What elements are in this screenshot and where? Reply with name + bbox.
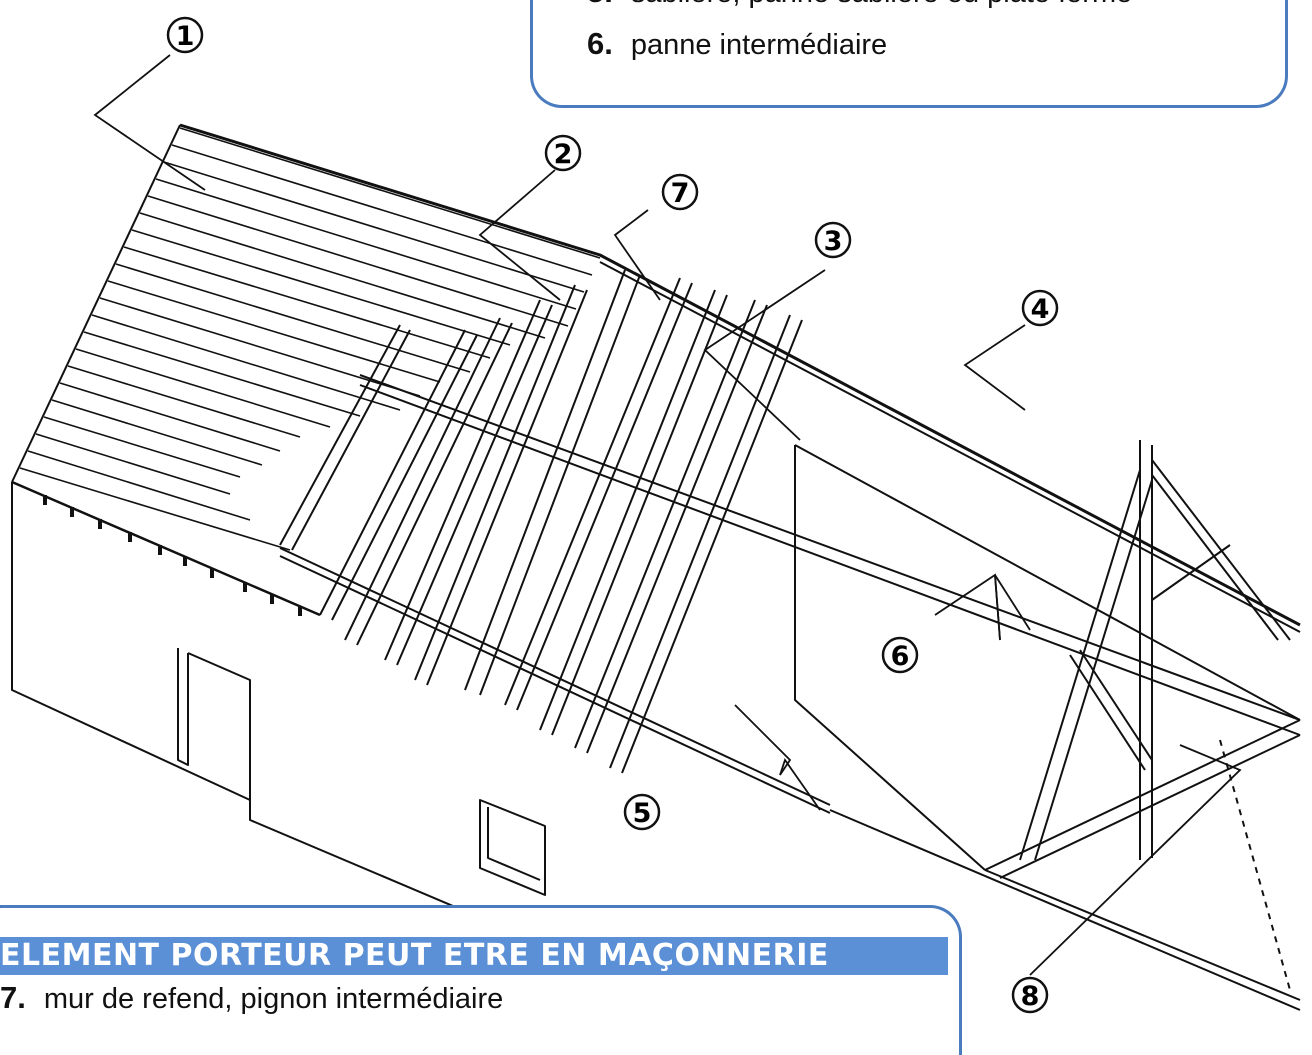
- truss-post: [1139, 440, 1153, 860]
- wall-plate: [279, 547, 831, 814]
- eave-line: [11, 480, 321, 617]
- callout-label-2: 2: [554, 139, 573, 170]
- door-opening: [177, 648, 251, 800]
- ridge-line: [179, 123, 1301, 627]
- intermediate-purlin: [359, 374, 1301, 736]
- truss-strut: [1069, 544, 1231, 771]
- callout-label-4: 4: [1031, 294, 1050, 325]
- legend-item-5: 5. sablière, panne sablière ou plate form…: [587, 0, 1132, 10]
- legend-top: 5. sablière, panne sablière ou plate form…: [530, 0, 1288, 108]
- right-wall-line: [1219, 739, 1291, 991]
- legend-label-5: sablière, panne sablière ou plate forme: [631, 0, 1132, 9]
- crosswall-left: [794, 445, 986, 871]
- leader-lines: [93, 54, 1242, 976]
- legend-number-7: 7.: [0, 980, 26, 1015]
- callout-1: 1: [166, 16, 204, 54]
- callout-8: 8: [1011, 976, 1049, 1014]
- callout-label-3: 3: [824, 226, 843, 257]
- legend-label-7: mur de refend, pignon intermédiaire: [43, 983, 504, 1015]
- rafter-tails: [43, 495, 302, 616]
- callout-6: 6: [881, 636, 919, 674]
- legend-item-7: 7. mur de refend, pignon intermédiaire: [0, 980, 503, 1016]
- callout-4: 4: [1021, 289, 1059, 327]
- truss-rafter-right: [1151, 459, 1291, 641]
- rafters: [279, 269, 803, 774]
- callout-7: 7: [661, 173, 699, 211]
- window-opening: [479, 799, 546, 896]
- callout-label-7: 7: [671, 178, 690, 209]
- legend-item-6: 6. panne intermédiaire: [587, 26, 887, 62]
- gable-edge: [11, 124, 181, 483]
- callout-3: 3: [814, 221, 852, 259]
- truss-rafter-left: [1019, 469, 1153, 861]
- truss-tie: [984, 719, 1301, 879]
- callout-label-6: 6: [891, 641, 910, 672]
- legend-number-5: 5.: [587, 0, 613, 9]
- legend-banner: ELEMENT PORTEUR PEUT ETRE EN MAÇONNERIE: [0, 937, 948, 975]
- callout-label-1: 1: [176, 21, 195, 52]
- gable-wall: [11, 482, 546, 946]
- callout-label-5: 5: [633, 798, 652, 829]
- legend-number-6: 6.: [587, 26, 613, 61]
- callout-label-8: 8: [1021, 981, 1040, 1012]
- roof-battens: [19, 127, 601, 551]
- callout-5: 5: [623, 793, 661, 831]
- crosswall-top: [794, 444, 1301, 721]
- floor-line: [829, 809, 1301, 1011]
- callout-2: 2: [544, 134, 582, 172]
- legend-label-6: panne intermédiaire: [630, 29, 888, 61]
- roof-framing-drawing: 1 2 3 4 5 6 7 8: [11, 16, 1301, 1014]
